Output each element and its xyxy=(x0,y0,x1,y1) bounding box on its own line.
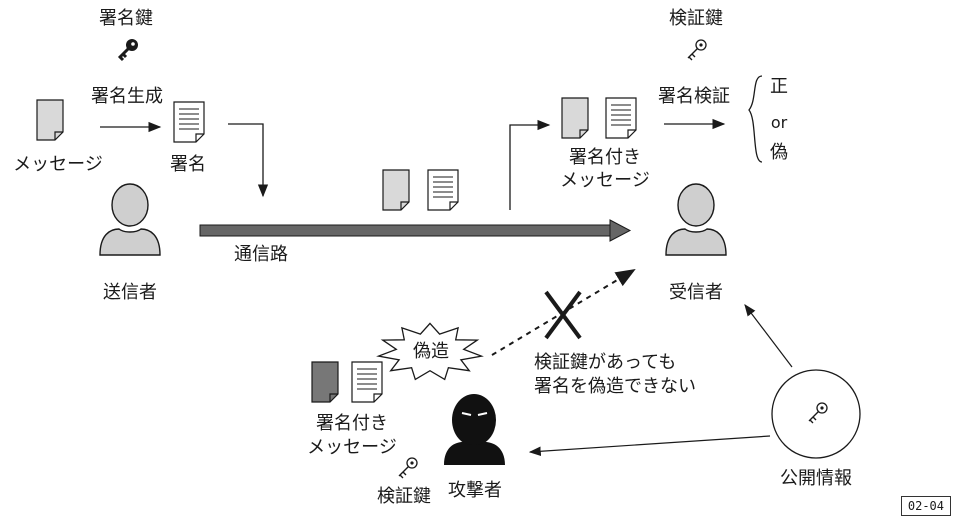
sender-person-icon xyxy=(99,183,161,256)
to-receiver-docs-arrow xyxy=(509,119,551,210)
note-label-2: 署名を偽造できない xyxy=(534,376,696,397)
sign-key-icon xyxy=(117,37,140,62)
to-channel-arrow xyxy=(228,123,269,198)
forgery-burst-icon xyxy=(376,322,484,381)
in-transit-gray-document-icon xyxy=(382,169,410,211)
sign-gen-label: 署名生成 xyxy=(91,86,163,107)
receiver-label: 受信者 xyxy=(669,282,723,303)
sender-label: 送信者 xyxy=(103,282,157,303)
verify-label: 署名検証 xyxy=(658,86,730,107)
sign-key-label: 署名鍵 xyxy=(99,8,153,29)
verify-key-icon xyxy=(687,39,707,61)
cross-icon xyxy=(544,290,582,340)
figure-id: 02-04 xyxy=(900,496,951,516)
message-label: メッセージ xyxy=(13,154,103,175)
received-signature-document-icon xyxy=(605,97,637,139)
attacker-verify-key-label: 検証鍵 xyxy=(377,486,431,507)
public-info-label: 公開情報 xyxy=(780,468,852,489)
public-to-receiver-arrow xyxy=(744,304,793,368)
attacker-verify-key-icon xyxy=(398,457,418,479)
channel-label: 通信路 xyxy=(234,244,288,265)
result-or-label: or xyxy=(770,113,788,132)
attacker-label: 攻撃者 xyxy=(448,480,502,501)
result-false-label: 偽 xyxy=(770,142,788,163)
public-to-attacker-arrow xyxy=(528,435,771,457)
signed-msg-label-2: メッセージ xyxy=(560,170,650,191)
forged-dark-document-icon xyxy=(311,361,339,403)
signed-msg-label-1: 署名付き xyxy=(569,147,641,168)
attacker-icon xyxy=(444,394,505,465)
forged-msg-label-1: 署名付き xyxy=(316,413,388,434)
channel-arrow xyxy=(199,219,632,242)
receiver-person-icon xyxy=(665,183,727,256)
received-gray-document-icon xyxy=(561,97,589,139)
forged-msg-label-2: メッセージ xyxy=(307,437,397,458)
note-label-1: 検証鍵があっても xyxy=(534,352,677,373)
verify-key-label: 検証鍵 xyxy=(669,8,723,29)
forged-signature-document-icon xyxy=(351,361,383,403)
signature-document-icon xyxy=(173,101,205,143)
result-true-label: 正 xyxy=(770,76,788,97)
signature-label: 署名 xyxy=(170,154,206,175)
forge-label: 偽造 xyxy=(413,341,449,362)
in-transit-signature-document-icon xyxy=(427,169,459,211)
result-brace xyxy=(748,75,763,163)
message-document-icon xyxy=(36,99,64,141)
